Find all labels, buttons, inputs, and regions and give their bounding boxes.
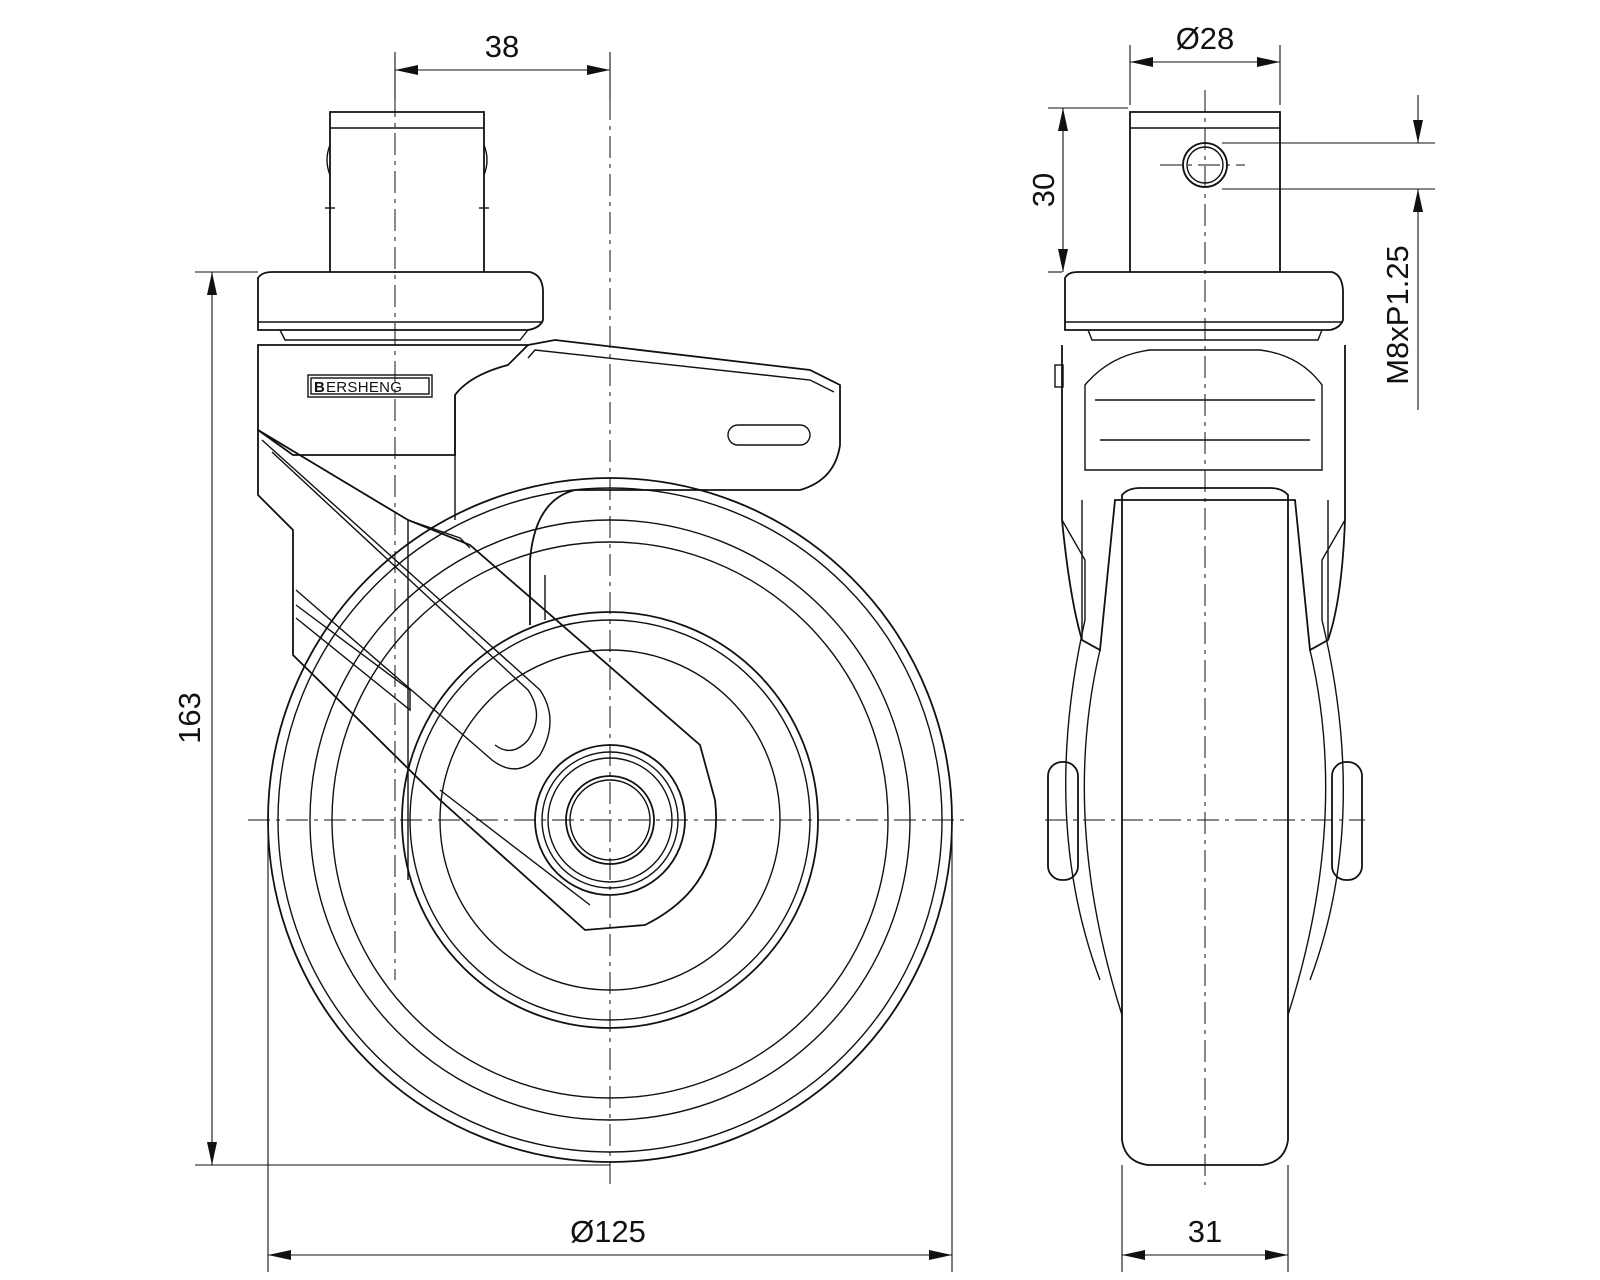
dim-stem-diameter-label: Ø28 <box>1176 21 1235 56</box>
front-axle-caps <box>1047 761 1363 881</box>
side-fork <box>257 428 717 931</box>
dim-wheel-width: 31 <box>1121 1165 1289 1272</box>
dim-height: 163 <box>172 271 610 1166</box>
side-swivel-plate <box>257 271 544 341</box>
side-stem <box>325 111 489 272</box>
front-centerlines <box>1045 90 1365 1185</box>
logo-mark: B <box>314 379 325 396</box>
dim-thread-label: M8xP1.25 <box>1380 245 1415 385</box>
side-view: B ERSHENG <box>248 60 968 1185</box>
dim-wheel-diameter-label: Ø125 <box>570 1214 646 1249</box>
dim-wheel-diameter: Ø125 <box>267 820 953 1272</box>
dim-height-label: 163 <box>172 692 207 744</box>
dim-offset-label: 38 <box>485 29 519 64</box>
dim-offset: 38 <box>394 29 611 100</box>
front-fork <box>1054 345 1346 652</box>
logo-text: ERSHENG <box>326 379 402 396</box>
front-swivel-plate <box>1064 271 1344 341</box>
front-view <box>1045 90 1365 1185</box>
side-centerlines <box>248 60 968 1185</box>
brand-logo: B ERSHENG <box>307 374 433 398</box>
side-housing <box>257 339 841 625</box>
front-wheel <box>1065 487 1345 1166</box>
dim-stem-length: 30 <box>1026 107 1128 273</box>
dim-stem-length-label: 30 <box>1026 173 1061 207</box>
dim-stem-diameter: Ø28 <box>1129 21 1281 105</box>
dim-thread: M8xP1.25 <box>1222 95 1435 410</box>
dim-wheel-width-label: 31 <box>1188 1214 1222 1249</box>
